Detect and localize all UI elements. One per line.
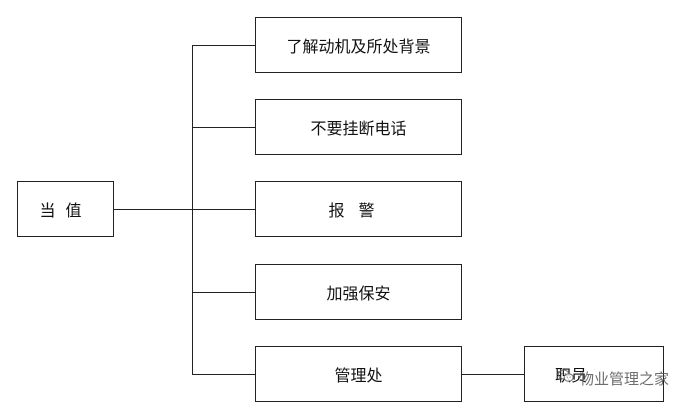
connector-branch-4 [192,292,255,293]
branch-node-management-office: 管理处 [255,346,462,402]
watermark: 物业管理之家 [557,367,669,389]
branch-node-motive: 了解动机及所处背景 [255,17,462,73]
connector-branch-3 [192,209,255,210]
branch-node-report-police: 报警 [255,181,462,237]
watermark-text: 物业管理之家 [578,369,669,388]
root-node: 当值 [17,181,114,237]
branch-node-increase-security: 加强保安 [255,264,462,320]
connector-branch-2 [192,127,255,128]
connector-root-to-trunk [114,209,192,210]
connector-branch-5-to-sub [462,374,524,375]
connector-branch-5 [192,374,255,375]
wechat-icon [557,367,575,389]
connector-branch-1 [192,45,255,46]
connector-trunk [192,45,193,375]
branch-node-keep-call: 不要挂断电话 [255,99,462,155]
